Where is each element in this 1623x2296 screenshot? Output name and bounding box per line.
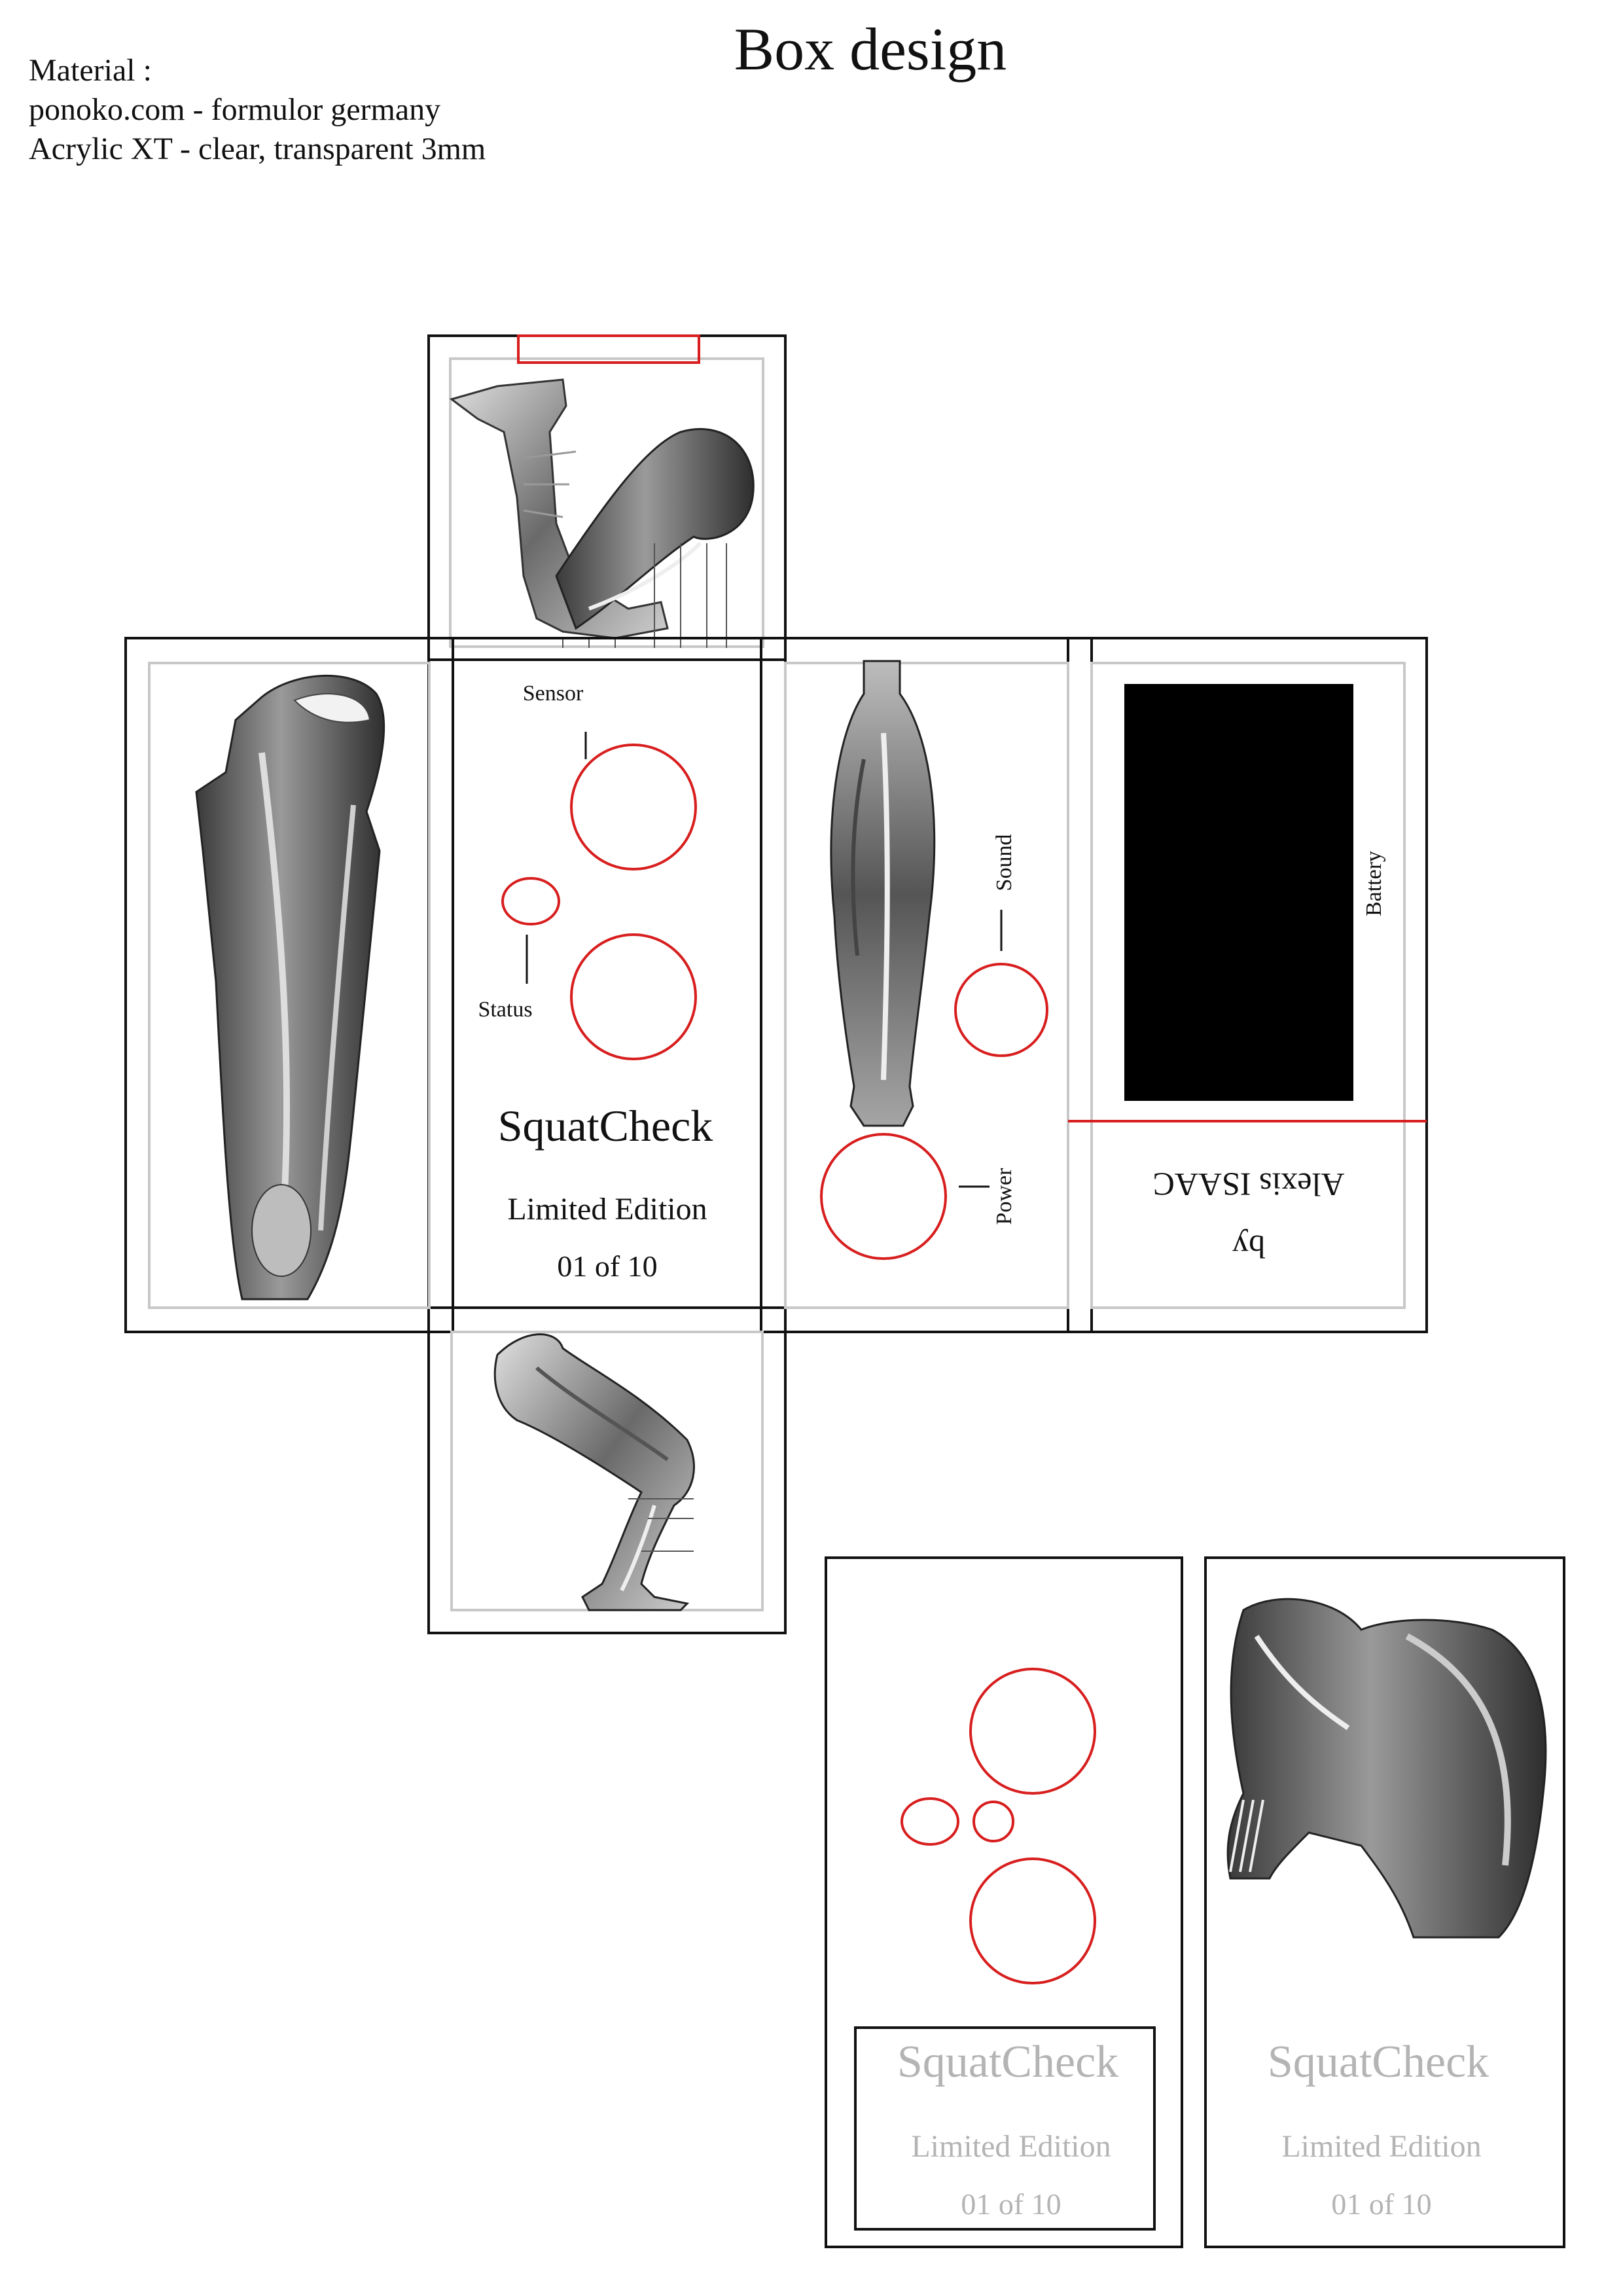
power-hole [820, 1133, 947, 1260]
battery-cutout [1124, 684, 1353, 1101]
squat-leg-illustration-icon [493, 1333, 695, 1611]
front-panel: Sensor Status SquatCheck Limited Edition… [452, 658, 762, 1309]
material-line-2: Acrylic XT - clear, transparent 3mm [29, 132, 486, 166]
status-hole [501, 877, 560, 925]
material-label: Material : [29, 53, 152, 88]
material-line-1: ponoko.com - formulor germany [29, 92, 441, 127]
status-hole-2 [901, 1797, 959, 1846]
sensor-label: Sensor [523, 681, 584, 706]
calf-muscle-illustration-icon [830, 660, 936, 1127]
battery-label: Battery [1362, 851, 1386, 916]
ghost-edition-2: Limited Edition [1281, 2129, 1481, 2164]
sensor-hole-2 [969, 1668, 1096, 1795]
ghost-product-name: SquatCheck [897, 2037, 1118, 2087]
ghost-number-2: 01 of 10 [1331, 2187, 1431, 2221]
credit-by: by [1232, 1229, 1265, 1265]
separate-front-panel: SquatCheck Limited Edition 01 of 10 [825, 1556, 1183, 2248]
back-panel: Battery by Alexis ISAAC [1068, 662, 1427, 1309]
thigh-muscle-illustration-icon [195, 674, 385, 1300]
leg-muscle-illustration-icon [449, 378, 755, 648]
right-panel: Sound Power [784, 660, 1069, 1309]
separate-back-panel: SquatCheck Limited Edition 01 of 10 [1204, 1556, 1565, 2248]
ghost-edition: Limited Edition [911, 2129, 1111, 2164]
top-flap [427, 334, 787, 661]
credit-name: Alexis ISAAC [1152, 1166, 1344, 1203]
edition-label: Limited Edition [507, 1192, 707, 1227]
product-name: SquatCheck [498, 1101, 713, 1151]
sound-label: Sound [992, 834, 1016, 891]
material-notes: Material : ponoko.com - formulor germany… [29, 51, 486, 169]
hip-muscle-illustration-icon [1226, 1598, 1547, 1939]
top-tab-slot [517, 334, 700, 364]
ghost-number: 01 of 10 [961, 2187, 1061, 2221]
power-label: Power [992, 1168, 1016, 1225]
small-hole-2 [972, 1801, 1014, 1842]
button-hole [570, 933, 697, 1060]
bottom-flap [427, 1331, 787, 1634]
sensor-hole [570, 744, 697, 870]
sound-hole [954, 963, 1048, 1057]
button-hole-2 [969, 1857, 1096, 1984]
label-frame [854, 2026, 1156, 2231]
page-title: Box design [734, 16, 1007, 82]
left-panel [148, 662, 431, 1309]
edition-number: 01 of 10 [557, 1249, 657, 1283]
status-label: Status [478, 997, 532, 1022]
ghost-product-name-2: SquatCheck [1268, 2037, 1489, 2087]
